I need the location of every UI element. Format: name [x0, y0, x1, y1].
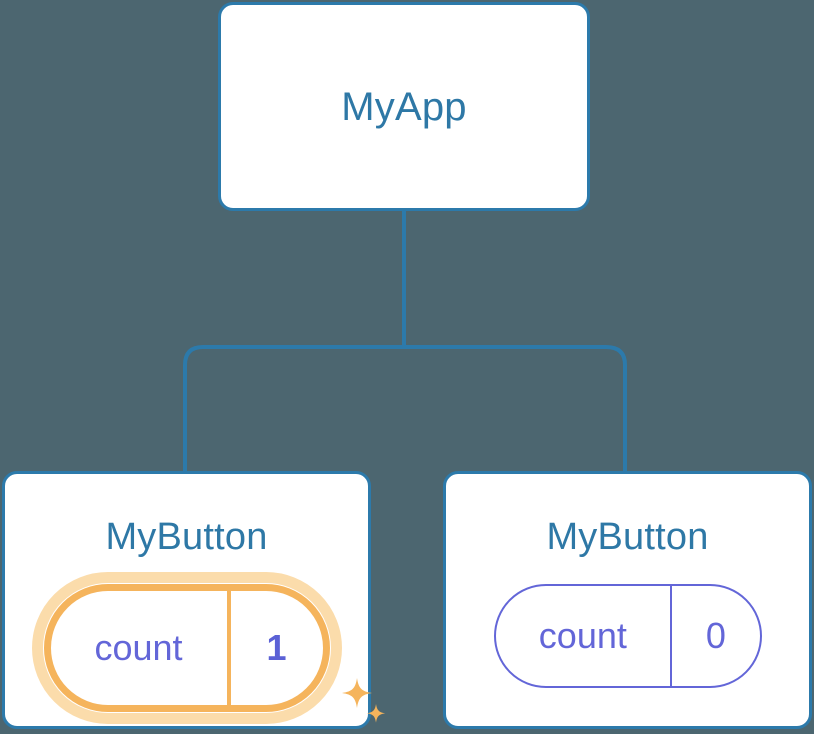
state-pill-value-label: 1 — [266, 627, 287, 668]
state-pill-wrapper-child-1: count 1 — [31, 572, 385, 724]
node-card-child-2[interactable]: MyButton count 0 — [443, 471, 812, 729]
state-pill-key-cell: count — [51, 591, 231, 705]
state-pill-value-label: 0 — [705, 615, 726, 656]
node-card-child-1[interactable]: MyButton count 1 — [2, 471, 385, 729]
state-pill-child-2[interactable]: count 0 — [493, 584, 762, 688]
state-pill-key-cell: count — [496, 586, 673, 686]
state-pill-key-label: count — [94, 627, 183, 668]
state-pill-value-cell: 0 — [672, 586, 759, 686]
connector-branch-bar — [183, 345, 627, 471]
node-title-child-2: MyButton — [546, 516, 709, 558]
state-pill-glow-ring — [31, 572, 342, 724]
state-pill-value-cell: 1 — [231, 591, 323, 705]
node-title-root: MyApp — [341, 84, 467, 129]
state-pill-key-label: count — [538, 615, 627, 656]
sparkle-group — [341, 678, 385, 723]
state-pill-child-1[interactable]: count 1 — [43, 584, 330, 712]
state-pill-wrapper-child-2: count 0 — [493, 584, 762, 688]
node-card-root[interactable]: MyApp — [218, 2, 590, 211]
sparkle-small-icon — [366, 704, 385, 723]
node-title-child-1: MyButton — [105, 516, 268, 558]
sparkle-large-icon — [341, 678, 372, 708]
